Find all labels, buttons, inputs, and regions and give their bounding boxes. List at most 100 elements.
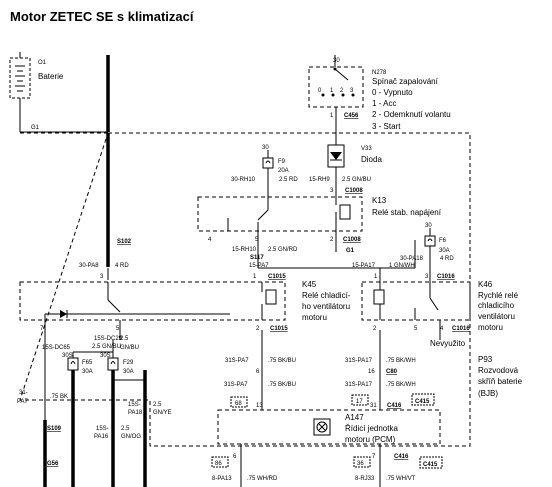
k13-id: K13 [372,196,387,205]
k13-name: Relé stab. napájení [372,208,442,217]
k45-pin-2: 2 [256,326,260,332]
k13-ground: G1 [346,248,355,254]
fuse-f9-symbol [262,150,274,197]
ignition-pin-0: 0 [318,88,322,94]
wire-31s-pa7-b-color: .75 BK/BU [268,382,296,388]
pin-17: 17 [356,399,363,405]
wire-15s-pa18-b: PA18 [128,410,143,416]
fuse-f6-symbol [424,228,436,282]
k46-name-3: ventilátoru [478,312,515,321]
pin-box-36 [353,456,371,468]
ignition-pin-2: 2 [340,88,344,94]
connector-c415-b: C415 [423,462,438,468]
wire-8-pa13-color: .75 WH/RD [247,476,278,482]
k46-connector-top: C1016 [437,274,455,280]
k45-name-1: Relé chladicí- [302,291,351,300]
wire-31s-pa17-b-color: .75 BK/WH [386,382,416,388]
ignition-connector-pin: 1 [330,113,334,119]
wire-15s-dc29-color: 2.5 GN/BU [92,344,121,350]
k13-connector-bottom: C1008 [343,237,361,243]
pin-16: 16 [368,369,375,375]
fuse-f6-terminal: 30 [425,223,432,229]
pin-box-68 [230,396,248,408]
pin-box-17 [351,394,369,406]
wire-30-pa8: 30-PA8 [79,263,99,269]
wire-15-rh10-color: 2.5 GN/RD [268,247,298,253]
wire-15s-pa16-b: PA16 [94,434,109,440]
k45-pin-5: 5 [116,326,120,332]
fuse-f6-id: F6 [439,238,447,244]
connector-c415-a: C415 [415,399,430,405]
ignition-state-2: 2 - Odemknutí volantu [372,110,451,119]
k45-name-3: motoru [302,313,327,322]
pin-68: 68 [235,401,242,407]
diagram-title: Motor ZETEC SE s klimatizací [10,9,194,24]
pcm-name-2: motoru (PCM) [345,435,396,444]
splice-s117: S117 [250,255,264,261]
fuse-f29-symbol [107,357,119,487]
wire-30-pa18: 30-PA18 [400,256,424,262]
wire-31s-pa17-color: .75 BK/WH [386,358,416,364]
fuse-f9-terminal: 30 [262,145,269,151]
wire-15-pa7: 15-PA7 [249,263,269,269]
k13-pin-2: 2 [330,237,334,243]
connector-box-c415-a [411,393,435,406]
k45-connector-bottom: C1015 [270,326,288,332]
wire-15s-pa16-gauge: 2.5 [121,426,130,432]
ignition-pin-1: 1 [330,88,334,94]
fuse-f9-id: F9 [278,159,286,165]
k46-pin-2: 2 [373,326,377,332]
wire-gnbu-gauge: 2.5 [120,336,129,342]
fuse-f65-id: F65 [82,360,93,366]
k46-pin-4: 4 [440,326,444,332]
k45-id: K45 [302,280,317,289]
wire-15-rh9: 15-RH9 [309,177,330,183]
wire-31-pa7-color: .75 BK [50,394,68,400]
wire-15-pa17: 15-PA17 [352,263,376,269]
connector-c80: C80 [386,369,398,375]
wire-15s-pa18: 15S- [128,402,141,408]
ignition-state-0: 0 - Vypnuto [372,88,413,97]
wire-8-pa13: 8-PA13 [212,476,232,482]
relay-k46-symbol [361,281,471,321]
wire-15s-pa18-gauge: 2.5 [153,402,162,408]
bjb-name-1: Rozvodová [478,366,519,375]
k45-pin-7: 7 [40,326,44,332]
wire-8-rj33-color: .75 WH/VT [386,476,416,482]
k46-id: K46 [478,280,493,289]
fuse-f65-symbol [67,357,79,487]
pin-6: 6 [256,369,260,375]
pcm-name-1: Řídicí jednotka [345,424,398,433]
ignition-id: N278 [372,70,387,76]
fuse-f29-rating: 30A [123,369,134,375]
bjb-enclosure [19,132,471,447]
k45-name-2: ho ventilátoru [302,302,350,311]
battery-name: Baterie [38,72,64,81]
wire-30s-a: 30S [62,353,73,359]
pin-36: 36 [357,461,364,467]
pin-6-pcm: 6 [233,454,237,460]
wire-gnbu-color: GN/BU [120,345,139,351]
wire-30-rh10-color: 2.5 RD [279,177,298,183]
wire-30s-b: 30S [100,353,111,359]
wire-pa7-label: PA7 [17,399,29,405]
pin-7-pcm: 7 [372,454,376,460]
k46-pin-5: 5 [414,326,418,332]
wire-15s-dc65: 15S-DC65 [42,345,71,351]
fuse-f65-rating: 30A [82,369,93,375]
wire-31s-pa7-b: 31S-PA7 [224,382,248,388]
wire-15-rh10: 15-RH10 [232,247,257,253]
k46-name-4: motoru [478,323,503,332]
k45-pin-3-top: 3 [100,274,104,280]
k45-pin-1-top: 1 [253,274,257,280]
k46-unused: Nevyužito [430,339,466,348]
connector-box-c415-b [419,456,443,469]
k13-pin-5: 5 [255,237,259,243]
k46-connector-bottom: C1016 [452,326,470,332]
k13-pin-4: 4 [208,237,212,243]
ignition-pin-3: 3 [350,88,354,94]
bjb-id: P93 [478,355,493,364]
fuse-f29-id: F29 [123,360,134,366]
ignition-state-1: 1 - Acc [372,99,396,108]
